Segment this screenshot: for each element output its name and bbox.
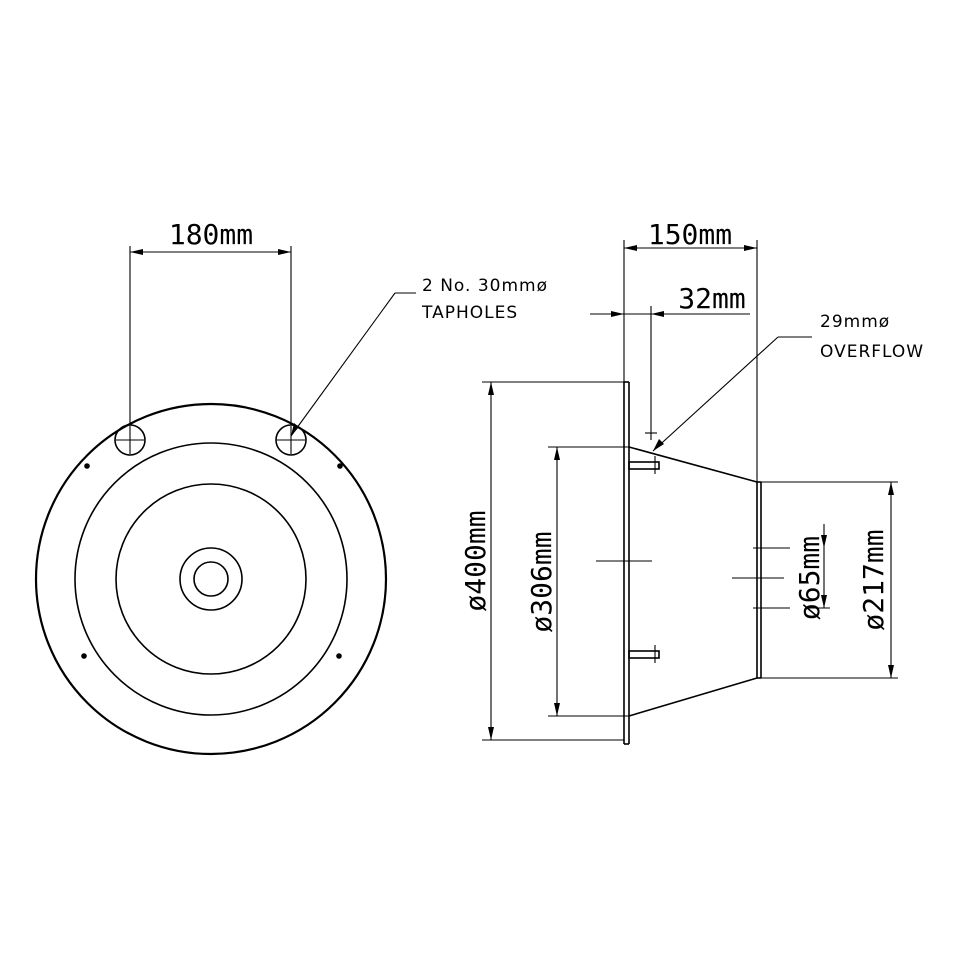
fixing-dot <box>337 463 343 469</box>
boss-bottom <box>628 645 660 663</box>
bowl-inner-circle <box>115 483 307 675</box>
overflow-note-line2: OVERFLOW <box>820 342 924 362</box>
dim-65: ø65mm <box>753 524 830 620</box>
dim-32: 32mm <box>590 282 750 425</box>
overflow-leader: 29mmø OVERFLOW <box>652 312 924 452</box>
bowl-profile-bottom <box>628 677 758 717</box>
dim-306: ø306mm <box>525 446 629 717</box>
taphole-right <box>275 424 307 456</box>
boss-top <box>628 456 660 474</box>
base-diameter-label: ø217mm <box>857 529 890 630</box>
waste-outer-circle <box>179 547 243 611</box>
fixing-dot <box>84 463 90 469</box>
waste-inner-circle <box>193 561 229 597</box>
bowl-profile-top <box>628 446 758 483</box>
taphole-left <box>114 424 146 456</box>
dim-180: 180mm <box>129 218 292 425</box>
dim-150: 150mm <box>623 218 758 482</box>
fixing-dot <box>336 653 342 659</box>
dim-217: ø217mm <box>761 481 898 679</box>
fixing-dot <box>81 653 87 659</box>
taphole-note-line1: 2 No. 30mmø <box>422 276 548 296</box>
overflow-offset-label: 32mm <box>678 282 745 315</box>
bowl-edge-circle <box>74 442 348 716</box>
side-view: 150mm 32mm 29mmø OVERFLOW ø400mm <box>459 218 924 745</box>
taphole-note-line2: TAPHOLES <box>421 303 518 323</box>
overflow-note-line1: 29mmø <box>820 312 890 332</box>
bowl-diameter-label: ø306mm <box>525 531 558 632</box>
depth-label: 150mm <box>648 218 732 251</box>
tap-spacing-label: 180mm <box>169 218 253 251</box>
taphole-leader: 2 No. 30mmø TAPHOLES <box>290 276 548 437</box>
outer-rim-circle <box>34 402 388 756</box>
dim-400: ø400mm <box>459 381 624 741</box>
waste-diameter-label: ø65mm <box>793 536 826 620</box>
outer-diameter-label: ø400mm <box>459 510 492 611</box>
plan-view: 180mm 2 No. 30mmø TAPHOLES <box>34 218 548 756</box>
